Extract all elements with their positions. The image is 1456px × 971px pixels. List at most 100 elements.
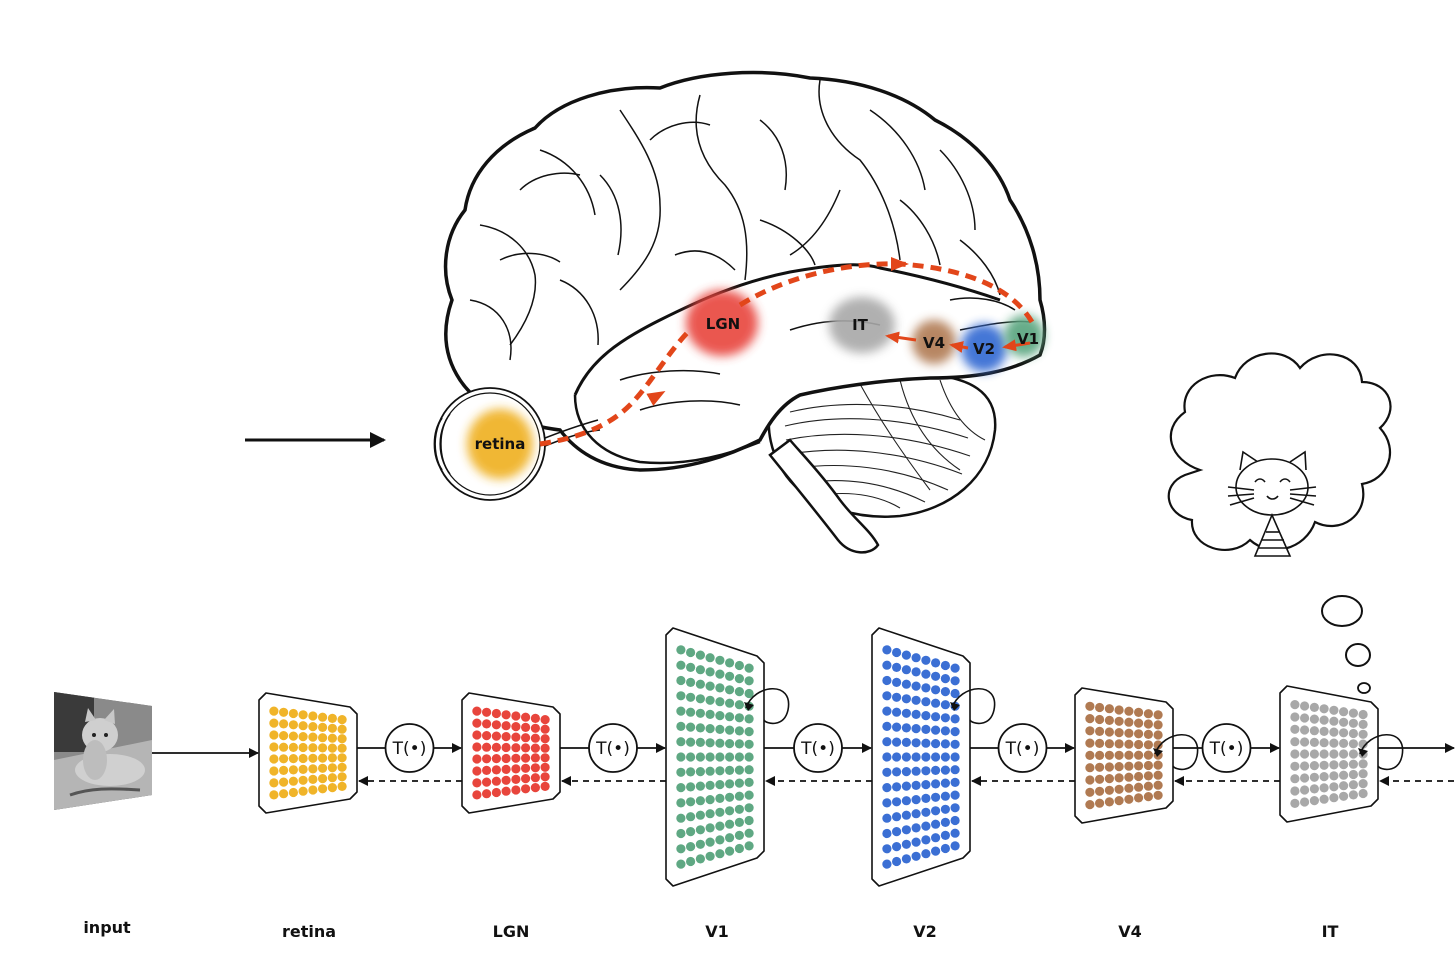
unit-v1 (734, 687, 745, 697)
unit-retina (288, 731, 298, 741)
unit-it (1348, 780, 1358, 790)
v4-to-it-arrow (885, 331, 917, 344)
unit-lgn (540, 743, 550, 753)
unit-v1 (744, 777, 754, 788)
unit-retina (327, 763, 337, 773)
unit-v1 (715, 724, 725, 735)
unit-v1 (676, 721, 686, 732)
unit-v1 (715, 780, 725, 790)
it-region (829, 297, 895, 353)
unit-retina (288, 787, 298, 798)
unit-it (1348, 790, 1358, 800)
unit-it (1358, 709, 1368, 720)
unit-v2 (940, 765, 951, 775)
unit-v2 (921, 807, 931, 817)
unit-v2 (911, 738, 921, 748)
unit-it (1300, 725, 1310, 735)
cat-icon (1227, 450, 1317, 557)
unit-v2 (911, 795, 921, 805)
unit-v1 (705, 709, 715, 720)
unit-lgn (501, 721, 511, 731)
unit-v1 (705, 766, 715, 776)
unit-v2 (901, 825, 912, 835)
unit-v4 (1114, 728, 1124, 738)
unit-v1 (686, 692, 696, 702)
unit-v2 (940, 752, 951, 762)
unit-v2 (921, 724, 931, 735)
unit-v2 (931, 765, 941, 776)
thought-dot-medium (1345, 643, 1371, 667)
unit-retina (288, 754, 298, 764)
unit-v1 (695, 825, 706, 835)
unit-v1 (676, 752, 686, 762)
unit-it (1348, 728, 1358, 739)
unit-v2 (940, 739, 951, 749)
unit-lgn (530, 783, 541, 793)
unit-v4 (1124, 794, 1134, 804)
unit-v1 (734, 804, 745, 814)
unit-v1 (686, 856, 696, 867)
unit-v4 (1095, 786, 1105, 796)
brain-stem (768, 438, 880, 554)
unit-lgn (540, 734, 550, 744)
unit-lgn (511, 732, 521, 742)
unit-it (1339, 770, 1349, 780)
unit-lgn (511, 785, 521, 795)
unit-it (1329, 782, 1339, 792)
unit-v2 (921, 655, 931, 665)
unit-retina (269, 778, 279, 788)
unit-v1 (734, 830, 745, 841)
unit-retina (308, 722, 318, 732)
unit-retina (337, 734, 347, 744)
unit-v4 (1153, 730, 1163, 740)
unit-lgn (482, 742, 492, 752)
unit-v4 (1134, 739, 1144, 750)
operator-node: T(•) (588, 723, 638, 773)
unit-retina (337, 781, 347, 792)
unit-v2 (882, 828, 892, 839)
unit-v2 (950, 790, 960, 800)
unit-it (1358, 769, 1368, 779)
operator-node: T(•) (793, 723, 843, 773)
unit-retina (298, 710, 308, 720)
operator-circle (793, 723, 843, 773)
unit-v2 (901, 679, 912, 689)
stage-v4 (1074, 687, 1199, 824)
stage-lgn (461, 692, 561, 814)
unit-v2 (950, 803, 960, 813)
unit-it (1319, 738, 1329, 748)
unit-v4 (1104, 750, 1114, 760)
unit-it (1300, 785, 1310, 795)
unit-v1 (686, 677, 696, 688)
unit-it (1329, 793, 1339, 803)
unit-v1 (734, 700, 745, 710)
recurrent-loop-v1 (745, 687, 790, 725)
unit-v2 (911, 780, 921, 791)
unit-v4 (1114, 739, 1124, 749)
unit-lgn (491, 742, 501, 753)
unit-retina (327, 753, 337, 763)
unit-v2 (940, 791, 951, 801)
unit-it (1300, 713, 1310, 723)
unit-v4 (1095, 702, 1105, 713)
unit-lgn (540, 772, 550, 782)
unit-it (1348, 769, 1358, 780)
unit-retina (318, 733, 328, 743)
unit-it (1358, 759, 1368, 769)
unit-retina (298, 721, 308, 731)
stage-label-v1: V1 (705, 922, 729, 941)
unit-v1 (676, 675, 686, 686)
visual-pathway-arrows (539, 257, 1035, 447)
unit-v1 (705, 795, 715, 805)
unit-v4 (1114, 750, 1124, 760)
unit-v2 (892, 647, 902, 658)
unit-v4 (1134, 707, 1144, 718)
unit-v2 (892, 797, 902, 807)
unit-it (1339, 791, 1349, 801)
unit-v4 (1143, 781, 1153, 791)
lgn-region (686, 290, 758, 356)
recurrent-arrowhead-v1 (744, 702, 754, 711)
unit-v1 (715, 849, 725, 859)
unit-v2 (892, 752, 902, 762)
unit-v1 (676, 859, 686, 869)
